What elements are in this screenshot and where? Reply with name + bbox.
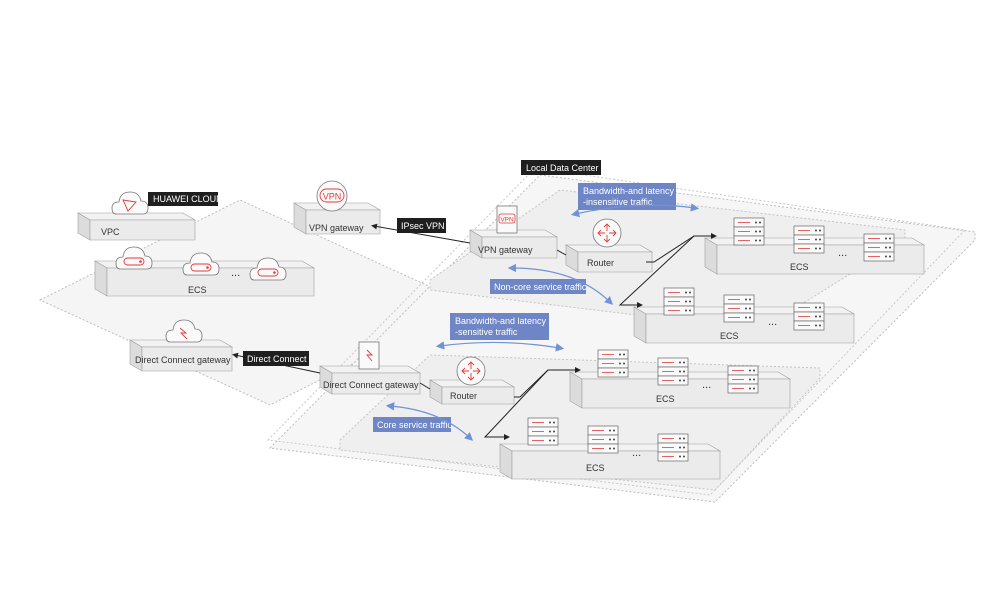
ecs1-label: ECS — [790, 262, 809, 272]
ecs1-server-icon-2 — [793, 225, 825, 254]
core-traffic-arrow — [385, 402, 474, 441]
bubble-sensitive-line2: -sensitive traffic — [455, 327, 518, 337]
ecs4-label: ECS — [586, 463, 605, 473]
dc-vpn-gateway-icon: VPN — [496, 205, 518, 234]
dc-vpn-gateway-label: VPN gateway — [478, 245, 533, 255]
tag-huawei-cloud-text: HUAWEI CLOUD — [153, 194, 223, 204]
cloud-ecs-label: ECS — [188, 285, 207, 295]
cloud-vpn-gateway-icon: VPN — [316, 180, 348, 212]
ecs1-server-icon-1 — [733, 217, 765, 246]
svg-text:VPN: VPN — [500, 217, 514, 224]
ecs3-ellipsis: ... — [702, 379, 711, 391]
cloud-dc-gateway-icon — [165, 319, 203, 343]
ecs4-server-icon-2 — [587, 425, 619, 454]
bubble-insensitive-line2: -insensitive traffic — [583, 197, 653, 207]
cloud-vpn-gateway-label: VPN gateway — [309, 223, 364, 233]
router-bottom-icon — [456, 356, 486, 386]
bubble-sensitive-line1: Bandwidth-and latency — [455, 316, 547, 326]
cloud-ecs-icon-3 — [249, 257, 287, 281]
ipsec-vpn-link — [371, 223, 471, 244]
router-top-ecs2-link — [618, 235, 695, 308]
bubble-noncore-text: Non-core service traffic — [494, 282, 587, 292]
tag-direct-connect: Direct Connect — [243, 351, 309, 366]
insensitive-traffic-arrow — [570, 203, 700, 218]
dc-vpn-gateway-platform — [468, 229, 559, 259]
router-top-label: Router — [587, 258, 614, 268]
vpn-router-link — [556, 249, 567, 256]
router-bottom-ecs4-link — [483, 369, 549, 440]
ecs3-server-icon-3 — [727, 365, 759, 394]
cloud-dc-gateway-platform — [128, 339, 234, 372]
ecs4-server-icon-3 — [657, 433, 689, 462]
router-top-icon — [592, 218, 622, 248]
tag-huawei-cloud: HUAWEI CLOUD — [148, 192, 223, 206]
bubble-sensitive-traffic: Bandwidth-and latency -sensitive traffic — [450, 313, 549, 340]
ecs2-server-icon-2 — [723, 294, 755, 323]
tag-ipsec-vpn: IPsec VPN — [397, 218, 446, 233]
cloud-ecs-icon-1 — [115, 246, 153, 270]
cloud-ecs-ellipsis: ... — [231, 267, 240, 279]
bubble-noncore-traffic: Non-core service traffic — [490, 279, 587, 294]
bubble-core-traffic: Core service traffic — [373, 417, 452, 432]
svg-text:VPN: VPN — [323, 192, 342, 202]
ecs3-server-icon-2 — [657, 357, 689, 386]
tag-local-dc-text: Local Data Center — [526, 163, 599, 173]
ecs2-server-icon-3 — [793, 302, 825, 331]
dc-direct-connect-gateway-icon — [358, 341, 380, 370]
vpc-label: VPC — [101, 227, 120, 237]
router-bottom-ecs3-link — [514, 367, 581, 398]
ecs3-label: ECS — [656, 394, 675, 404]
ecs2-server-icon-1 — [663, 287, 695, 316]
vpc-cloud-icon — [111, 191, 149, 215]
vpc-platform — [76, 212, 197, 241]
bubble-core-text: Core service traffic — [377, 420, 452, 430]
ecs2-ellipsis: ... — [768, 316, 777, 328]
router-top-ecs1-link — [646, 233, 717, 263]
ecs4-server-icon-1 — [527, 417, 559, 446]
tag-direct-connect-text: Direct Connect — [247, 354, 307, 364]
ecs3-server-icon-1 — [597, 349, 629, 378]
noncore-traffic-arrow — [507, 263, 614, 305]
cloud-dc-gateway-label: Direct Connect gateway — [135, 355, 231, 365]
tag-ipsec-vpn-text: IPsec VPN — [401, 221, 445, 231]
ecs4-ellipsis: ... — [632, 447, 641, 459]
dc-direct-connect-gateway-platform — [318, 365, 422, 395]
dc-direct-connect-gateway-label: Direct Connect gateway — [323, 380, 419, 390]
tag-local-data-center: Local Data Center — [521, 160, 601, 175]
ecs1-ellipsis: ... — [838, 247, 847, 259]
cloud-ecs-icon-2 — [182, 252, 220, 276]
ecs1-server-icon-3 — [863, 233, 895, 262]
sensitive-traffic-arrow — [435, 341, 565, 352]
ecs2-label: ECS — [720, 331, 739, 341]
bubble-insensitive-line1: Bandwidth-and latency — [583, 186, 675, 196]
dcgw-router-link — [419, 382, 431, 390]
router-bottom-label: Router — [450, 391, 477, 401]
